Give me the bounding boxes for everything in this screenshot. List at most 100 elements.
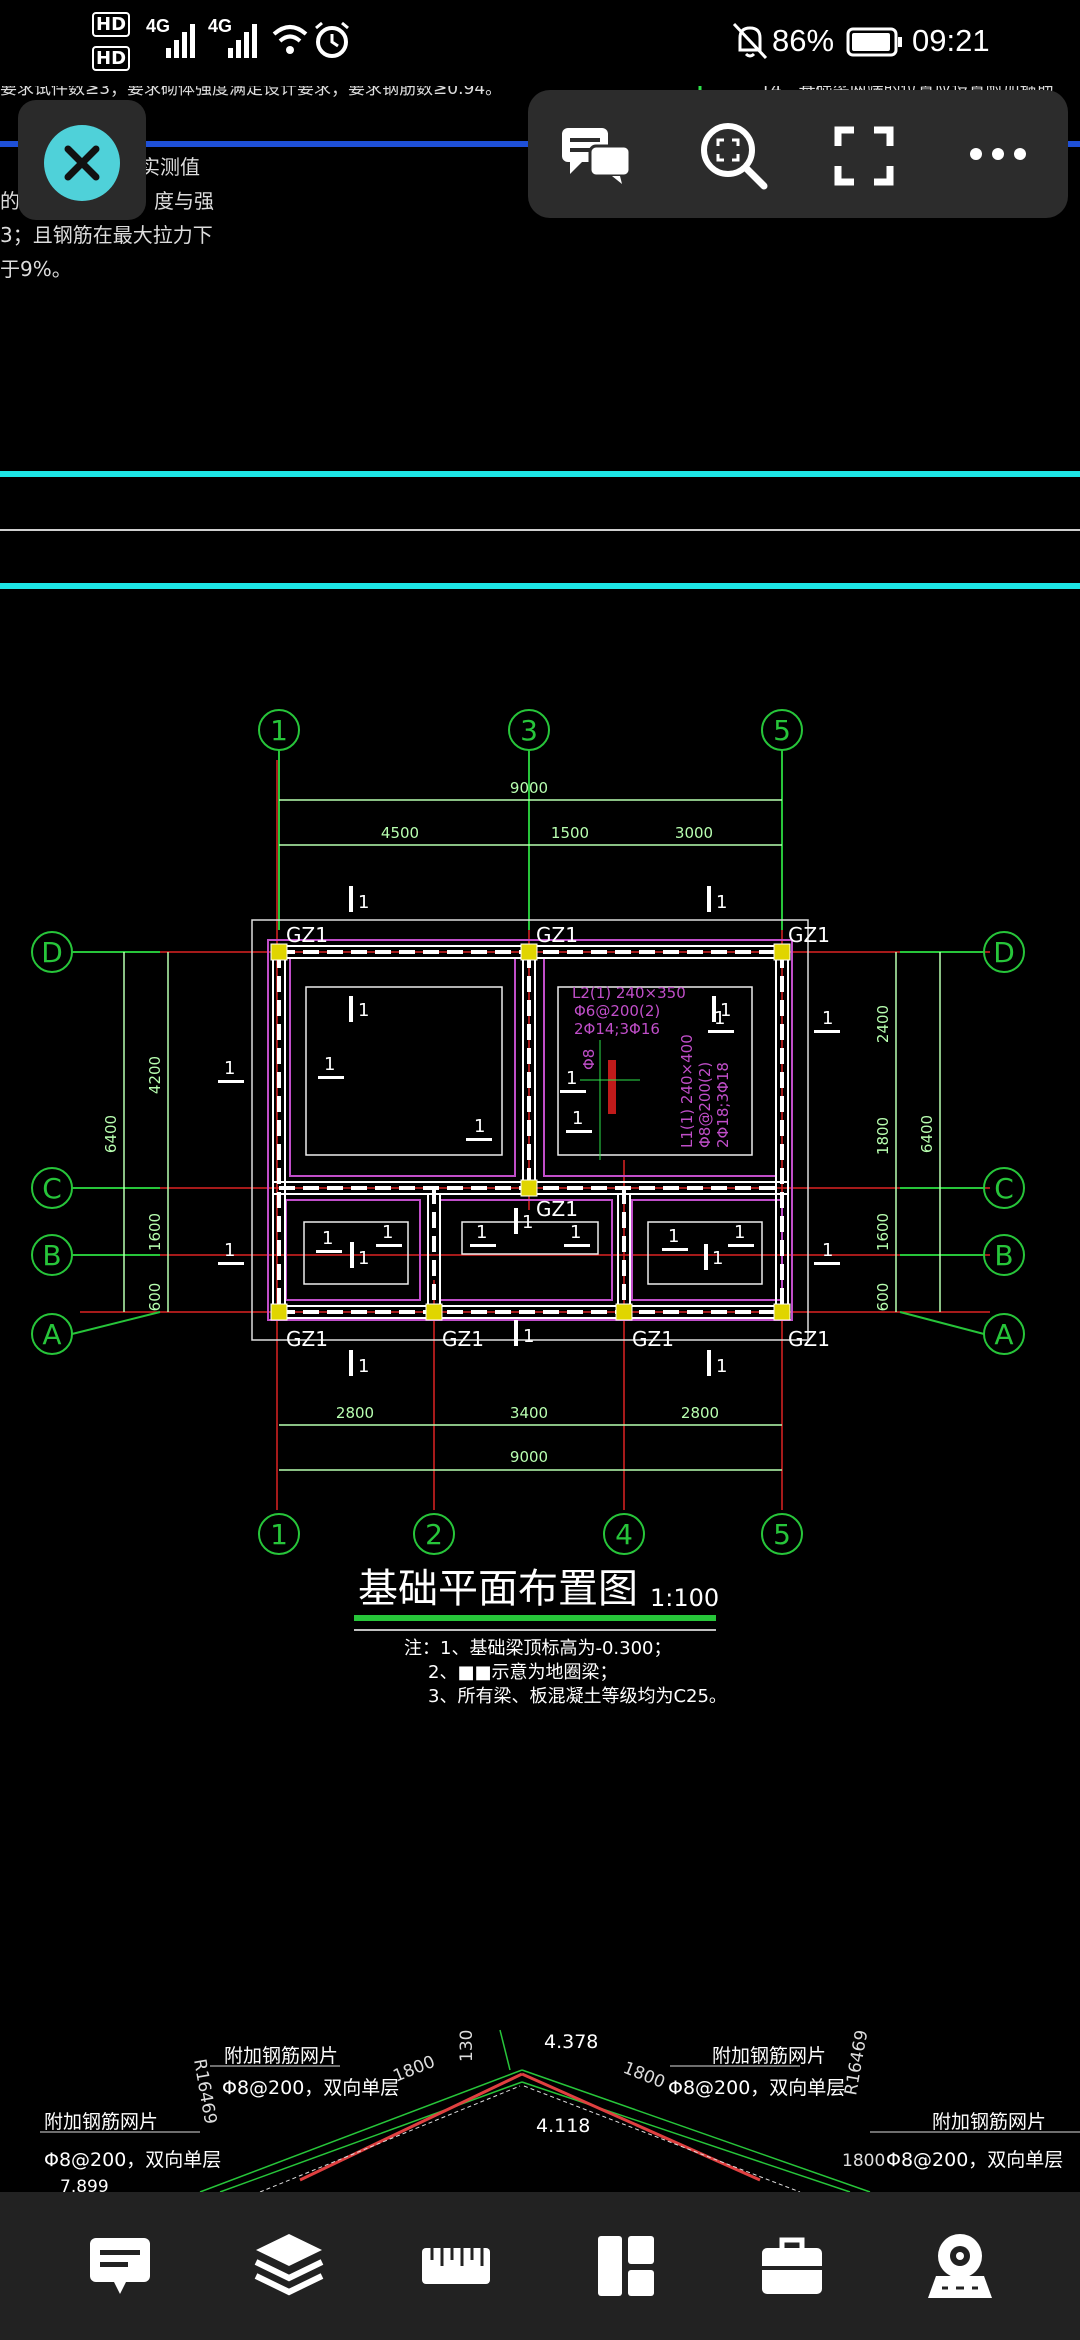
- section-mark: 1: [734, 1222, 745, 1243]
- plan-note-2: 2、■■示意为地圈梁；: [428, 1662, 617, 1683]
- zoom-fit-icon[interactable]: [698, 120, 770, 190]
- dim-right-2400: 2400: [874, 1005, 892, 1043]
- plan-title: 基础平面布置图: [358, 1566, 638, 1612]
- fullscreen-icon[interactable]: [834, 126, 894, 186]
- section-mark: 1: [712, 1248, 723, 1269]
- dim-top-1500: 1500: [551, 824, 589, 842]
- axis-bottom-2: 2: [425, 1518, 443, 1551]
- section-mark: 1: [382, 1222, 393, 1243]
- more-icon[interactable]: [968, 146, 1028, 162]
- note-line-3: 度与强: [154, 189, 214, 213]
- gz1-label: GZ1: [536, 1197, 578, 1221]
- axis-left-b: B: [42, 1239, 61, 1272]
- axis-top-5: 5: [773, 714, 791, 747]
- dim-left-1600: 1600: [146, 1213, 164, 1251]
- hd1-indicator: HD: [92, 12, 131, 37]
- section-mark: 1: [324, 1054, 335, 1075]
- dim-right-600: 600: [874, 1283, 892, 1312]
- beam-l2-bars: 2Φ14;3Φ16: [574, 1020, 660, 1038]
- gz1-label: GZ1: [788, 1327, 830, 1351]
- axis-left-c: C: [42, 1172, 62, 1205]
- beam-l1-label: L1(1) 240×400: [678, 1034, 696, 1148]
- section-mark: 1: [358, 1000, 369, 1021]
- plan-note-1: 注：1、基础梁顶标高为-0.300；: [404, 1638, 671, 1659]
- gz1-label: GZ1: [286, 923, 328, 947]
- close-icon: [64, 145, 100, 181]
- cad-canvas[interactable]: 要求试件数≥3；要求砌体强度满足设计要求；要求钢筋数≥0.94。 14、基础梁两…: [0, 86, 1080, 2192]
- status-bar: HD HD 4G 4G 86% 09:21: [0, 0, 1080, 86]
- roof-dim-130: 130: [457, 2030, 477, 2062]
- gz1-label: GZ1: [286, 1327, 328, 1351]
- roof-rebar-spec: Φ8@200，双向单层: [886, 2149, 1063, 2171]
- section-mark: 1: [224, 1058, 235, 1079]
- axis-top-3: 3: [520, 714, 538, 747]
- axis-right-c: C: [994, 1172, 1014, 1205]
- alarm-icon: [315, 21, 349, 58]
- gz1-label: GZ1: [442, 1327, 484, 1351]
- dim-top-total: 9000: [510, 779, 548, 797]
- roof-rebar-label: 附加钢筋网片: [932, 2111, 1046, 2133]
- section-mark: 1: [822, 1008, 833, 1029]
- mute-bell-icon: [732, 22, 768, 60]
- dim-left-600: 600: [146, 1283, 164, 1312]
- foundation-outline: [251, 919, 809, 1341]
- section-mark: 1: [358, 1356, 369, 1377]
- section-mark: 1: [566, 1068, 577, 1089]
- beam-l2-label: L2(1) 240×350: [572, 984, 686, 1002]
- wifi-icon: [272, 25, 308, 54]
- section-mark: 1: [522, 1212, 533, 1233]
- beam-l2-stirrup: Φ6@200(2): [574, 1002, 660, 1020]
- section-mark: 1: [572, 1108, 583, 1129]
- view-icon[interactable]: [926, 2230, 994, 2300]
- dim-left-4200: 4200: [146, 1056, 164, 1094]
- roof-elev-top: 4.378: [544, 2031, 598, 2053]
- roof-rebar-spec: Φ8@200，双向单层: [44, 2149, 221, 2171]
- section-mark: 1: [358, 892, 369, 913]
- dim-left-total: 6400: [102, 1115, 120, 1153]
- layers-icon[interactable]: [254, 2232, 324, 2300]
- axis-top-1: 1: [270, 714, 288, 747]
- battery-percent: 86%: [772, 23, 835, 58]
- clock: 09:21: [912, 23, 990, 58]
- axis-bottom-1: 1: [270, 1518, 288, 1551]
- note-line-1: 实测值: [140, 155, 200, 179]
- close-button[interactable]: [44, 125, 120, 201]
- plan-note-3: 3、所有梁、板混凝土等级均为C25。: [428, 1686, 727, 1707]
- roof-rebar-label: 附加钢筋网片: [712, 2045, 826, 2067]
- dim-top-3000: 3000: [675, 824, 713, 842]
- signal2-icon: [228, 24, 257, 58]
- section-mark: 1: [716, 1356, 727, 1377]
- top-toolbar: [528, 90, 1068, 218]
- section-mark: 1: [822, 1240, 833, 1261]
- roof-dim-1800: 1800: [390, 2052, 438, 2087]
- section-mark: 1: [668, 1226, 679, 1247]
- section-mark: 1: [523, 1326, 534, 1347]
- roof-elev-left: 7.899: [60, 2177, 109, 2192]
- section-mark: 1: [224, 1240, 235, 1261]
- bottom-toolbar: [0, 2192, 1080, 2340]
- axis-bottom-5: 5: [773, 1518, 791, 1551]
- roof-rebar-spec: Φ8@200，双向单层: [222, 2077, 399, 2099]
- section-mark: 1: [358, 1248, 369, 1269]
- axis-left-d: D: [41, 936, 63, 969]
- note-line-5: 于9%。: [0, 257, 72, 281]
- beam-l1-bars: 2Φ18;3Φ18: [714, 1062, 732, 1148]
- battery-icon: [846, 27, 902, 57]
- toolbox-icon[interactable]: [760, 2236, 824, 2296]
- roof-radius: R16469: [189, 2057, 220, 2125]
- roof-elev-bottom: 4.118: [536, 2115, 590, 2137]
- dim-right-total: 6400: [918, 1115, 936, 1153]
- measure-icon[interactable]: [420, 2246, 492, 2286]
- note-line-4: 3；且钢筋在最大拉力下: [0, 223, 213, 247]
- layout-icon[interactable]: [596, 2234, 656, 2298]
- section-mark: 1: [716, 892, 727, 913]
- section-mark: 1: [570, 1222, 581, 1243]
- axis-left-a: A: [42, 1318, 61, 1351]
- dim-bot-2800a: 2800: [336, 1404, 374, 1422]
- annotation-icon[interactable]: [88, 2234, 152, 2298]
- section-mark: 1: [720, 1000, 731, 1021]
- beam-marker: [608, 1060, 616, 1114]
- axis-right-d: D: [993, 936, 1015, 969]
- comment-icon[interactable]: [560, 124, 632, 186]
- column-gz1: [270, 943, 288, 961]
